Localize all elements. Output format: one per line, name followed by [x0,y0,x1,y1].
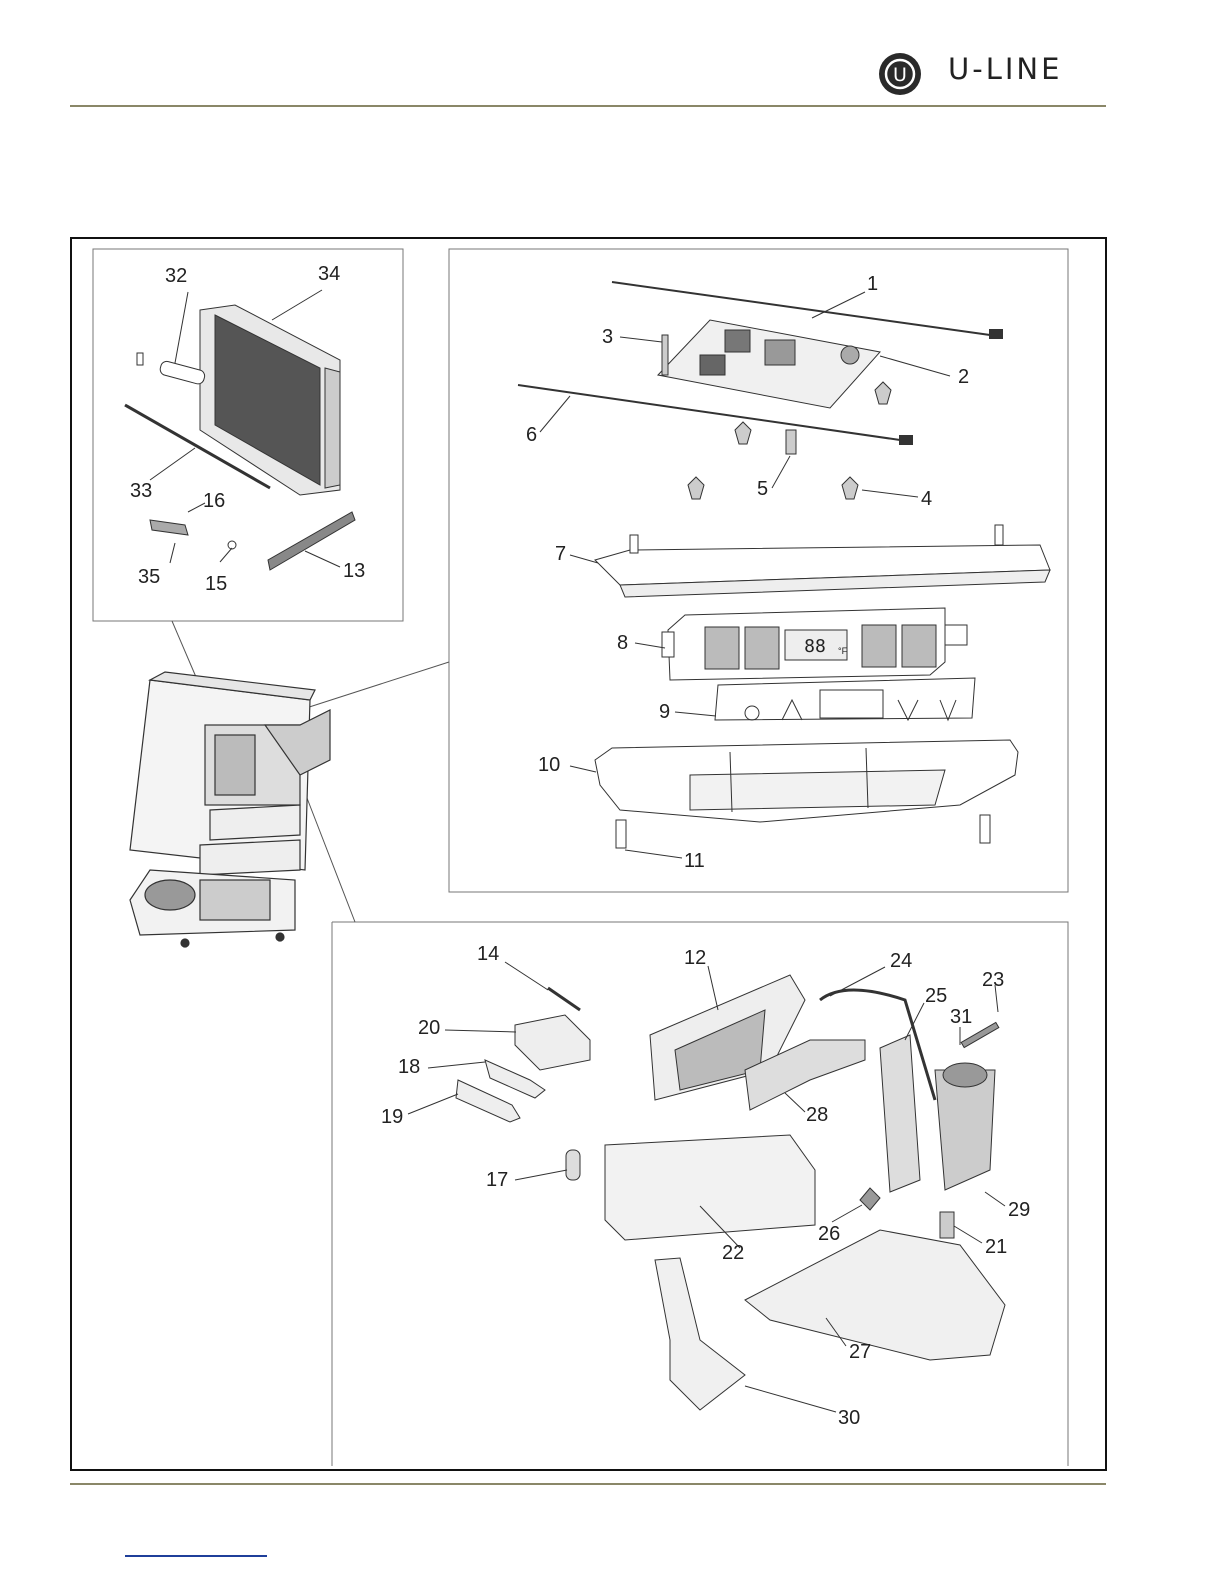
callout-2: 2 [958,366,969,388]
callout-3: 3 [602,326,613,348]
callout-24: 24 [890,950,912,972]
main-unit [130,672,330,947]
callout-19: 19 [381,1106,403,1128]
callout-30: 30 [838,1407,860,1429]
callout-28: 28 [806,1104,828,1126]
display-digits: 88 [804,636,826,657]
callout-26: 26 [818,1223,840,1245]
icemaker-parts [456,975,1005,1410]
callout-22: 22 [722,1242,744,1264]
sensor-wire-1 [612,282,1002,338]
callout-23: 23 [982,969,1004,991]
callout-9: 9 [659,701,670,723]
callout-16: 16 [203,490,225,512]
callout-35: 35 [138,566,160,588]
footer-link-underline[interactable] [125,1555,267,1557]
control-board [658,320,880,408]
callout-31: 31 [950,1006,972,1028]
callout-34: 34 [318,263,340,285]
callout-6: 6 [526,424,537,446]
callout-18: 18 [398,1056,420,1078]
callout-12: 12 [684,947,706,969]
callout-1: 1 [867,273,878,295]
callout-11: 11 [684,850,705,872]
callout-15: 15 [205,573,227,595]
control-housing [595,740,1018,848]
callout-17: 17 [486,1169,508,1191]
callout-14: 14 [477,943,499,965]
callout-7: 7 [555,543,566,565]
footer-rule [70,1483,1106,1485]
callout-20: 20 [418,1017,440,1039]
sensor-wire-6 [518,385,912,444]
callout-33: 33 [130,480,152,502]
callout-25: 25 [925,985,947,1007]
callout-27: 27 [849,1341,871,1363]
callout-21: 21 [985,1236,1007,1258]
callout-29: 29 [1008,1199,1030,1221]
display-bracket [595,525,1050,597]
callout-13: 13 [343,560,365,582]
callout-4: 4 [921,488,932,510]
display-unit: °F [838,646,848,656]
display-board: 88 °F [662,608,967,680]
control-overlay [715,678,975,720]
condenser-coil [200,305,340,495]
callout-10: 10 [538,754,560,776]
callout-8: 8 [617,632,628,654]
callout-5: 5 [757,478,768,500]
callout-32: 32 [165,265,187,287]
